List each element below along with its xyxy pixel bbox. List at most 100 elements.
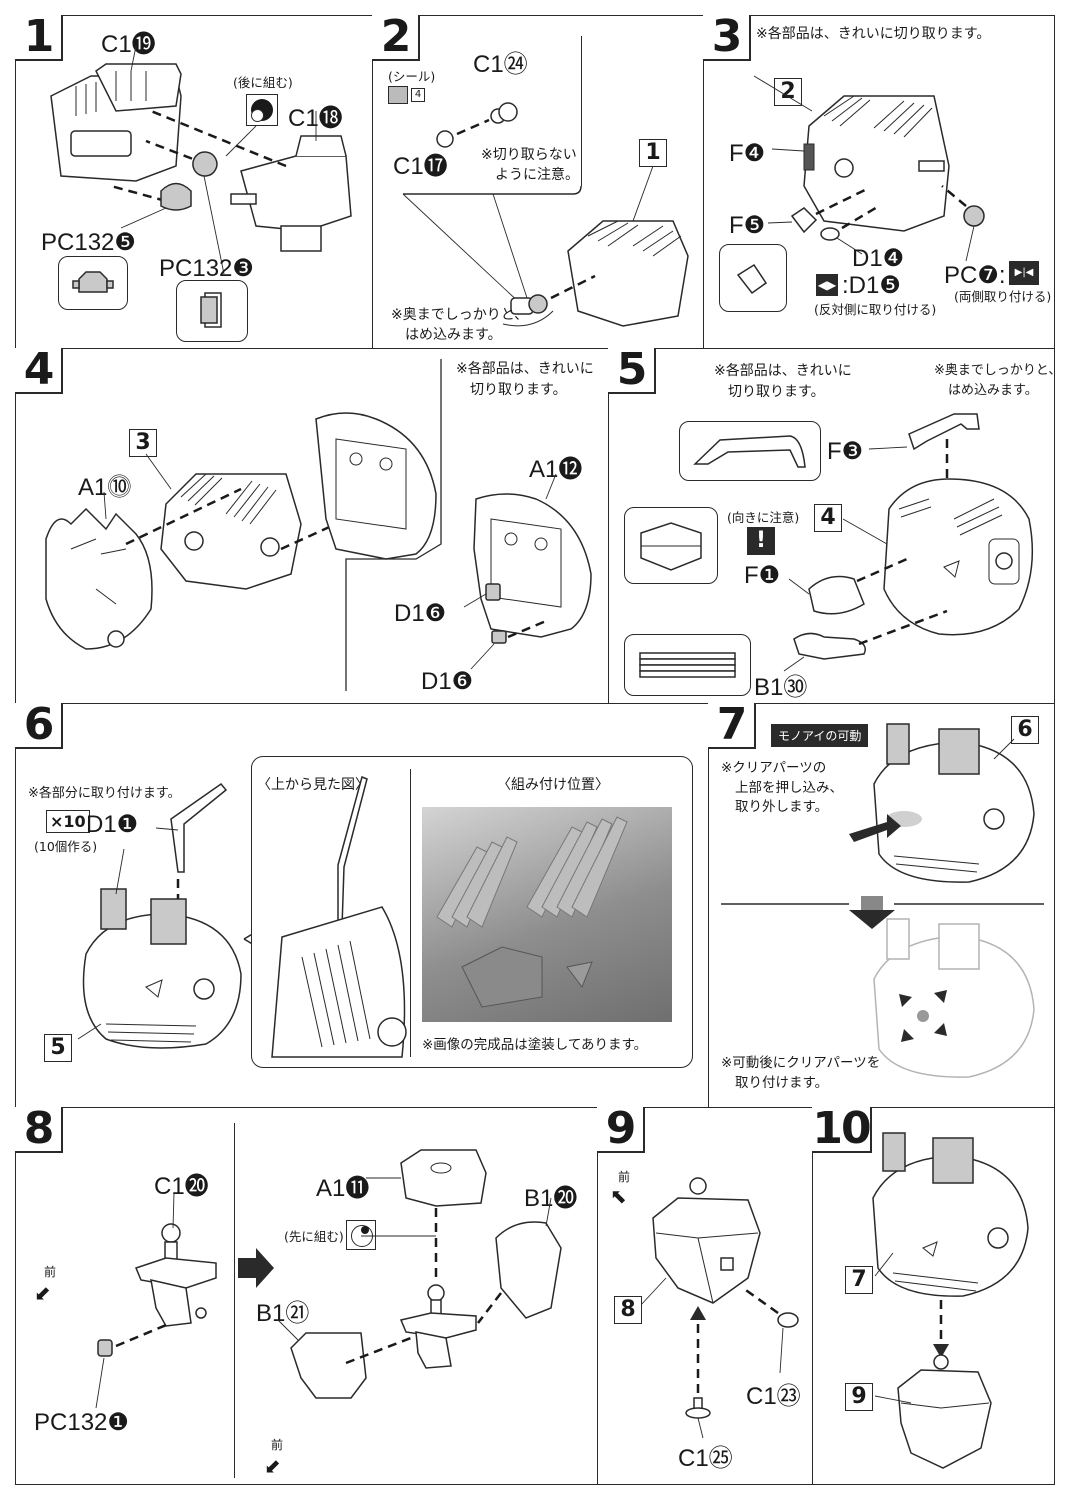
clear-parts-line-2: 上部を押し込み、	[735, 779, 843, 796]
press-in-note: ※奥までしっかりと、 はめ込みます。	[934, 361, 1061, 400]
press-in-line-1: ※奥までしっかりと、	[934, 363, 1062, 378]
step-number: 6	[15, 703, 63, 749]
step-8b-illustration	[277, 1149, 562, 1399]
step-10-illustration	[872, 1132, 1029, 1469]
ref-box-6: 6	[1011, 716, 1039, 744]
part-shape-icon	[693, 435, 806, 468]
cut-clean-note: ※各部品は、きれいに切り取ります。	[756, 26, 991, 42]
step-1-panel: 1 C1⓳ (後に組む) C1⓲ PC132❺ PC132❸	[15, 15, 373, 349]
f1-detail-inset	[624, 507, 718, 584]
step-6-panel: 6 ※各部分に取り付けます。 ×10 D1❶ (10個作る) 5 〈上から見た図…	[15, 703, 709, 1108]
step-9-illustration	[639, 1177, 799, 1439]
reattach-line-1: ※可動後にクリアパーツを	[721, 1055, 881, 1071]
pc-part-icon	[72, 271, 114, 293]
cut-clean-line-2: 切り取ります。	[470, 382, 567, 398]
step-number: 7	[708, 703, 756, 749]
clear-parts-note: ※クリアパーツの 上部を押し込み、 取り外します。	[721, 759, 843, 818]
part-label-c1-19: C1⓳	[101, 31, 156, 58]
step-10-panel: 10 7 9	[812, 1107, 1055, 1485]
part-label-pc132-1: PC132❶	[34, 1409, 129, 1436]
cut-clean-note: ※各部品は、きれいに 切り取ります。	[714, 361, 852, 403]
part-label-f5: F❺	[729, 212, 766, 239]
front-arrow-icon: ⬋	[34, 1281, 51, 1305]
part-label-c1-23: C1㉓	[746, 1383, 801, 1410]
warning-icon: !	[747, 527, 775, 555]
front-arrow-icon: ⬋	[264, 1454, 281, 1478]
part-label-d1-6-a: D1❻	[394, 600, 447, 627]
front-direction-label: 前	[618, 1170, 631, 1184]
ref-box-8: 8	[614, 1296, 642, 1324]
both-sides-note: (両側取り付ける)	[954, 289, 1052, 304]
step-5-panel: 5 ※各部品は、きれいに 切り取ります。 ※奥までしっかりと、 はめ込みます。 …	[608, 348, 1061, 704]
part-label-pc7: PC❼:	[944, 262, 1006, 289]
ref-box-5: 5	[44, 1034, 72, 1062]
part-shape-icon	[736, 263, 768, 295]
front-arrow-icon: ⬉	[610, 1184, 627, 1208]
step-number: 9	[597, 1107, 645, 1153]
part-label-d1-5: :D1❺	[842, 272, 901, 299]
step-4-panel: 4 ※各部品は、きれいに 切り取ります。 3 A1⓾ A1⓬ D1❻ D1❻	[15, 348, 609, 704]
reattach-note: ※可動後にクリアパーツを 取り付けます。	[721, 1054, 880, 1093]
front-direction-label: 前	[271, 1438, 284, 1452]
callout-divider	[410, 769, 411, 1057]
cut-clean-line-1: ※各部品は、きれいに	[456, 361, 594, 377]
step-8-illustration	[95, 1192, 274, 1409]
b1-30-detail-inset	[624, 634, 751, 696]
painted-reference-photo	[422, 807, 672, 1022]
part-label-d1-4: D1❹	[852, 245, 905, 272]
cut-clean-line-1: ※各部品は、きれいに	[714, 363, 852, 379]
clear-parts-line-1: ※クリアパーツの	[721, 760, 827, 776]
sticker-number: 4	[411, 88, 425, 102]
part-label-b1-21: B1㉑	[256, 1300, 310, 1327]
step-number: 8	[15, 1107, 63, 1153]
do-not-cut-line-1: ※切り取らない	[481, 147, 577, 163]
multiplier-badge: ×10	[46, 810, 90, 833]
step-number: 4	[15, 348, 63, 394]
pre-assembly-icon	[246, 94, 278, 126]
press-in-line-2: はめ込みます。	[948, 382, 1038, 398]
part-label-d1-1: D1❶	[86, 811, 139, 838]
assemble-first-note: (先に組む)	[284, 1229, 344, 1244]
mind-direction-note: (向きに注意)	[727, 510, 800, 525]
step-3-illustration	[753, 75, 985, 262]
step-number: 1	[15, 15, 63, 61]
part-label-f4: F❹	[729, 140, 766, 167]
both-sides-icon: ▶|◀	[1009, 261, 1039, 285]
part-label-c1-20: C1⓴	[154, 1173, 209, 1200]
pc-part-icon	[200, 292, 222, 328]
ref-box-7: 7	[845, 1266, 873, 1294]
pre-assembly-icon	[346, 1220, 376, 1250]
f3-detail-inset	[679, 421, 821, 481]
mirror-part-icon: ◀▶	[816, 274, 838, 296]
part-label-a1-12: A1⓬	[529, 456, 583, 483]
make-ten-note: (10個作る)	[34, 839, 98, 854]
part-label-c1-24: C1㉔	[473, 51, 528, 78]
opposite-side-note: (反対側に取り付ける)	[814, 302, 937, 317]
cut-clean-line-2: 切り取ります。	[728, 384, 825, 400]
part-shape-icon	[640, 522, 702, 571]
part-label-b1-30: B1㉚	[754, 674, 808, 701]
pc132-3-detail-inset	[176, 280, 248, 342]
callout-divider	[581, 36, 582, 186]
pc132-5-detail-inset	[58, 256, 128, 310]
part-label-c1-25: C1㉕	[678, 1445, 733, 1472]
step-1-illustration	[50, 45, 352, 275]
step-8-panel: 8 C1⓴ 前 ⬋ PC132❶ A1⓫ (先に組む) B1⓴ B1㉑ 前 ⬋	[15, 1107, 598, 1485]
sub-step-divider	[234, 1123, 235, 1478]
ref-box-2: 2	[774, 78, 802, 106]
step-6-illustration	[77, 782, 267, 1049]
step-2-panel: 2 C1㉔ (シール) 4 C1⓱ ※切り取らない ように注意。 1 ※奥までし…	[372, 15, 704, 349]
part-label-a1-11: A1⓫	[316, 1175, 370, 1202]
part-label-pc132-3: PC132❸	[159, 255, 254, 282]
step-7-panel: 7 モノアイの可動 6 ※クリアパーツの 上部を押し込み、 取り外します。	[708, 703, 1055, 1108]
painted-note: ※画像の完成品は塗装してあります。	[422, 1037, 648, 1053]
top-view-label: 〈上から見た図〉	[257, 777, 369, 793]
f5-detail-inset	[719, 244, 787, 312]
front-direction-label: 前	[44, 1265, 57, 1279]
top-view-illustration	[271, 775, 407, 1058]
do-not-cut-line-2: ように注意。	[495, 166, 579, 183]
step-number: 5	[608, 348, 656, 394]
step-3-panel: 3 ※各部品は、きれいに切り取ります。 2 F❹ F❺ D1❹ ◀▶ :D1❺ …	[703, 15, 1055, 349]
cut-clean-note: ※各部品は、きれいに 切り取ります。	[456, 359, 594, 401]
step-2-illustration	[402, 102, 689, 327]
